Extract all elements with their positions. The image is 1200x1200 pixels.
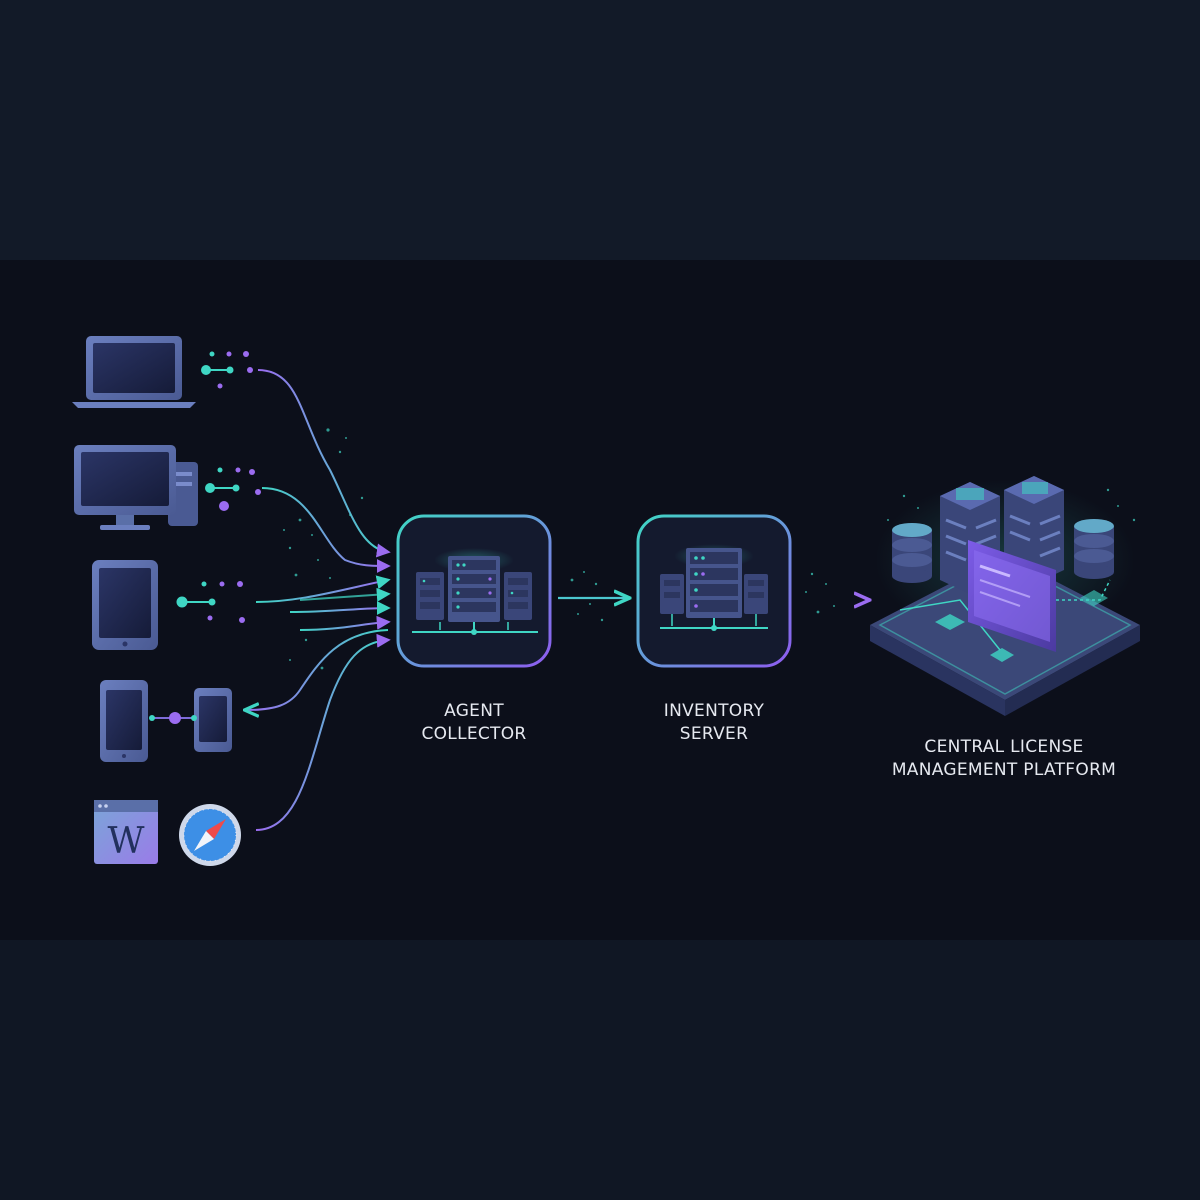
desktop-computer-icon	[74, 445, 198, 530]
top-band	[0, 0, 1200, 260]
tablet-icon	[92, 560, 158, 650]
safari-compass-icon	[179, 804, 241, 866]
database-cylinder-left-icon	[892, 523, 932, 583]
phone-link-connector	[149, 712, 197, 724]
particles-middle	[570, 571, 835, 622]
central-platform-node	[870, 476, 1140, 716]
server-tower-right-icon	[1004, 476, 1064, 584]
svg-text:W: W	[107, 821, 144, 862]
laptop-icon	[72, 336, 196, 408]
particles-left	[283, 428, 364, 670]
server-stack-icon	[660, 548, 768, 631]
tablet-connector	[176, 581, 245, 623]
agent-collector-label: AGENT COLLECTOR	[374, 700, 574, 746]
inventory-server-node	[636, 514, 792, 668]
inventory-server-label: INVENTORY SERVER	[614, 700, 814, 746]
database-cylinder-right-icon	[1074, 519, 1114, 579]
inventory-server-label-line2: SERVER	[679, 724, 749, 744]
agent-collector-node	[396, 514, 552, 668]
converging-flow-lines	[246, 369, 391, 831]
particles-platform	[887, 488, 1136, 522]
smartphone-small-icon	[194, 688, 232, 752]
inventory-server-label-line1: INVENTORY	[663, 701, 765, 721]
desktop-connector	[205, 467, 261, 511]
agent-collector-label-line1: AGENT	[444, 701, 504, 721]
bottom-band	[0, 940, 1200, 1200]
smartphone-large-icon	[100, 680, 148, 762]
central-platform-label-line1: CENTRAL LICENSE	[924, 737, 1084, 757]
agent-collector-label-line2: COLLECTOR	[421, 724, 527, 744]
word-app-icon: W	[94, 800, 158, 864]
dashboard-monitor-icon	[968, 540, 1056, 652]
central-platform-label-line2: MANAGEMENT PLATFORM	[891, 760, 1117, 780]
laptop-connector	[201, 351, 253, 389]
central-platform-label: CENTRAL LICENSE MANAGEMENT PLATFORM	[864, 736, 1144, 782]
chip-module-icon	[935, 590, 1108, 662]
server-rack-icon	[412, 556, 538, 635]
